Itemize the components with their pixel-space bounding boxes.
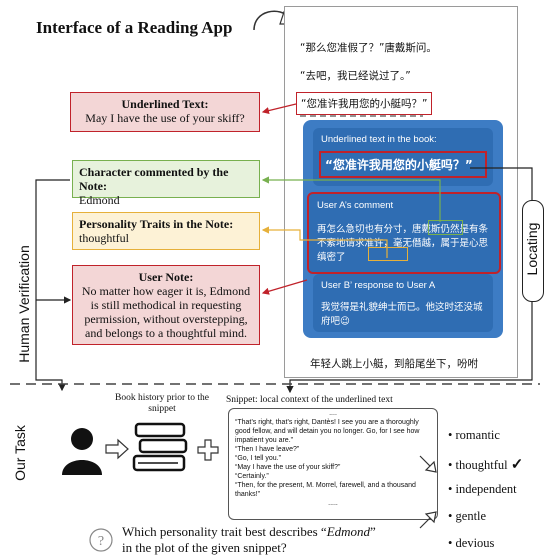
response-card-text: 我觉得是礼貌绅士而已。他这时还没城府吧😉: [321, 302, 483, 327]
snippet-line: “Then, for the present, M. Morrel, farew…: [235, 482, 416, 498]
human-verification-label: Human Verification: [16, 245, 32, 363]
option-thoughtful[interactable]: • thoughtful ✓: [448, 457, 524, 473]
snippet-label: Snippet: local context of the underlined…: [226, 395, 393, 405]
underlined-card-text: “您准许我用您的小艇吗？”: [319, 151, 487, 178]
character-highlight: [428, 220, 463, 235]
option-independent[interactable]: • independent: [448, 482, 517, 496]
comment-card-header: User A’s comment: [317, 200, 394, 211]
locating-label: Locating: [524, 222, 540, 276]
option-devious[interactable]: • devious: [448, 536, 495, 550]
reader-bottom-line: 年轻人跳上小艇，到船尾坐下，吩咐: [310, 358, 478, 370]
figure-title: Interface of a Reading App: [36, 18, 233, 37]
trait-highlight: [368, 247, 408, 261]
response-card-header: User B’ response to User A: [321, 280, 436, 291]
book-history-label: Book history prior to the snippet: [115, 393, 209, 414]
dashed-underline: [300, 115, 423, 117]
character-box: Character commented by the Note: Edmond: [72, 160, 260, 207]
snippet-line: “Certainly.”: [235, 473, 269, 480]
snippet-scroll: .... “That’s right, that’s right, Dantès…: [228, 408, 438, 520]
option-gentle[interactable]: • gentle: [448, 509, 487, 523]
up-right-arrow-icon: [419, 511, 437, 529]
underlined-text-box: Underlined Text: May I have the use of y…: [70, 92, 260, 132]
reader-line-1: “那么您准假了？”唐戴斯问。: [300, 42, 437, 54]
our-task-label: Our Task: [12, 425, 28, 481]
right-arrow-icon: [105, 438, 129, 460]
underlined-card: Underlined text in the book: “您准许我用您的小艇吗…: [313, 128, 493, 186]
check-icon: ✓: [510, 457, 524, 473]
person-icon: [62, 428, 102, 475]
reader-line-2: “去吧，我已经说过了。”: [300, 70, 411, 82]
question-icon: ?: [89, 528, 113, 552]
response-card: User B’ response to User A 我觉得是礼貌绅士而已。他这…: [313, 274, 493, 332]
plus-icon: [197, 439, 219, 461]
snippet-line: “Then I have leave?”: [235, 446, 300, 453]
locating-label-pill: [522, 200, 544, 302]
snippet-line: “That’s right, that’s right, Dantès! I s…: [235, 419, 420, 444]
reader-underlined-line[interactable]: “您准许我用您的小艇吗？”: [296, 92, 433, 115]
down-right-arrow-icon: [419, 455, 437, 473]
books-icon: [132, 422, 188, 472]
snippet-line: “Go, I tell you.”: [235, 455, 281, 462]
trait-box: Personality Traits in the Note: thoughtf…: [72, 212, 260, 250]
underlined-card-header: Underlined text in the book:: [321, 134, 437, 145]
snippet-line: “May I have the use of your skiff?”: [235, 464, 341, 471]
user-note-box: User Note: No matter how eager it is, Ed…: [72, 265, 260, 345]
svg-text:?: ?: [98, 534, 104, 549]
option-romantic[interactable]: • romantic: [448, 428, 500, 442]
comment-card-text: 再怎么急切也有分寸，唐戴斯仍然是有条不紊地请求准许，毫无僭越，属于是心思缜密了: [317, 224, 489, 263]
question-text: Which personality trait best describes “…: [122, 524, 376, 555]
